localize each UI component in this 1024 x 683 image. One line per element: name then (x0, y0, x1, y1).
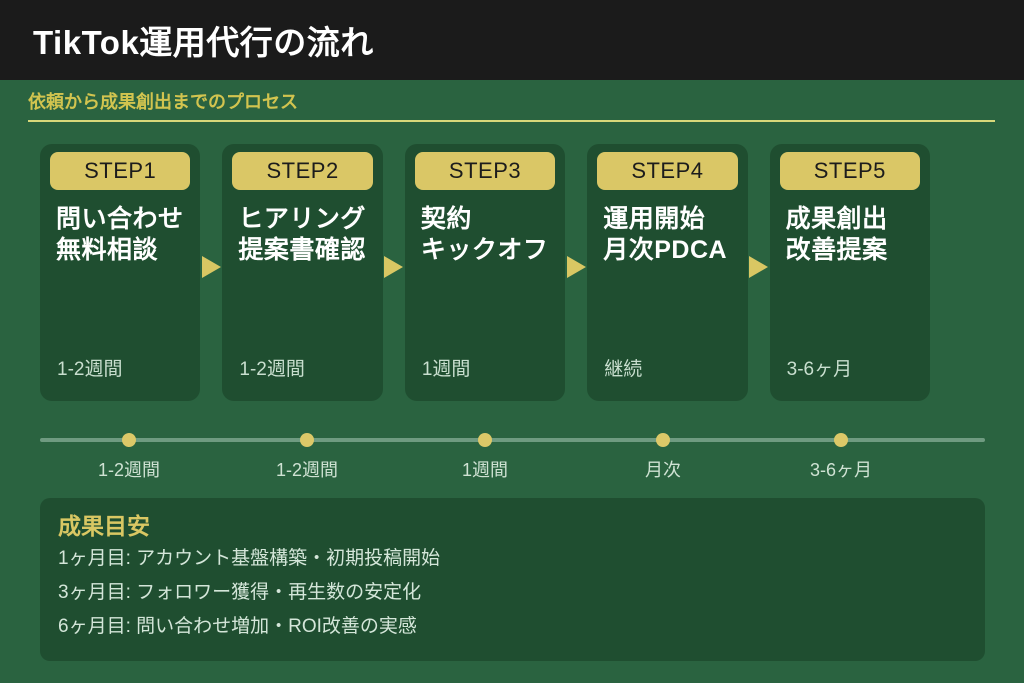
step-badge-1: STEP1 (50, 152, 191, 190)
timeline-marker-2: 1-2週間 (218, 433, 396, 482)
page-title: TikTok運用代行の流れ (33, 24, 374, 61)
step-duration-2: 1-2週間 (239, 359, 305, 380)
timeline-dot-icon (122, 433, 136, 447)
step-title-3: 契約 キックオフ (421, 204, 551, 266)
timeline-line (40, 438, 985, 442)
step-title-4: 運用開始 月次PDCA (603, 204, 733, 266)
step-title-line: 提案書確認 (238, 236, 366, 264)
step-title-line: 運用開始 (603, 205, 706, 233)
step-duration-5: 3-6ヶ月 (786, 359, 853, 380)
timeline-label-1: 1-2週間 (97, 460, 160, 480)
arrow-column (383, 144, 405, 401)
step-title-line: 契約 (420, 205, 472, 233)
summary-heading: 成果目安 (58, 513, 150, 539)
summary-line-3: 6ヶ月目: 問い合わせ増加・ROI改善の実感 (58, 616, 417, 637)
timeline-label-5: 3-6ヶ月 (809, 460, 872, 480)
step-duration-3: 1週間 (421, 359, 471, 380)
timeline-label-2: 1-2週間 (275, 460, 338, 480)
timeline-dot-icon (300, 433, 314, 447)
arrow-column (200, 144, 222, 401)
step-card-4: STEP4 運用開始 月次PDCA 継続 (587, 144, 748, 401)
timeline-markers: 1-2週間 1-2週間 1週間 月次 3-6ヶ月 (40, 433, 930, 482)
step-title-1: 問い合わせ 無料相談 (56, 204, 186, 266)
step-title-line: 月次PDCA (603, 236, 728, 264)
step-card-3: STEP3 契約 キックオフ 1週間 (404, 144, 566, 401)
step-title-line: 成果創出 (785, 205, 888, 233)
arrow-right-icon (566, 256, 586, 278)
step-card-1: STEP1 問い合わせ 無料相談 1-2週間 (40, 144, 201, 401)
header-bar: TikTok運用代行の流れ (0, 0, 1024, 80)
arrow-right-icon (384, 256, 404, 278)
step-title-line: 改善提案 (785, 236, 888, 264)
summary-line-2: 3ヶ月目: フォロワー獲得・再生数の安定化 (58, 582, 422, 603)
steps-row: STEP1 問い合わせ 無料相談 1-2週間 STEP2 ヒアリング 提案書確認… (40, 144, 931, 401)
step-card-2: STEP2 ヒアリング 提案書確認 1-2週間 (222, 144, 383, 401)
arrow-right-icon (201, 256, 221, 278)
step-title-5: 成果創出 改善提案 (786, 204, 916, 266)
timeline-dot-icon (834, 433, 848, 447)
step-title-line: ヒアリング (238, 205, 366, 233)
step-badge-3: STEP3 (414, 152, 556, 190)
subtitle-text: 依頼から成果創出までのプロセス (28, 92, 298, 112)
arrow-column (565, 144, 587, 401)
timeline-marker-3: 1週間 (396, 433, 574, 482)
summary-card: 成果目安 1ヶ月目: アカウント基盤構築・初期投稿開始 3ヶ月目: フォロワー獲… (40, 498, 985, 661)
timeline-marker-4: 月次 (574, 433, 752, 482)
step-badge-4: STEP4 (597, 152, 738, 190)
step-duration-1: 1-2週間 (57, 359, 123, 380)
timeline-marker-5: 3-6ヶ月 (752, 433, 930, 482)
timeline-label-3: 1週間 (461, 460, 508, 480)
step-badge-5: STEP5 (779, 152, 921, 190)
step-title-line: キックオフ (420, 236, 549, 264)
summary-line-1: 1ヶ月目: アカウント基盤構築・初期投稿開始 (58, 548, 441, 569)
timeline-dot-icon (478, 433, 492, 447)
timeline: 1-2週間 1-2週間 1週間 月次 3-6ヶ月 (40, 433, 985, 480)
arrow-right-icon (749, 256, 769, 278)
timeline-label-4: 月次 (645, 460, 681, 480)
timeline-marker-1: 1-2週間 (40, 433, 218, 482)
step-badge-2: STEP2 (232, 152, 373, 190)
step-title-2: ヒアリング 提案書確認 (238, 204, 368, 266)
step-title-line: 問い合わせ (56, 205, 184, 233)
subtitle-section: 依頼から成果創出までのプロセス (28, 90, 995, 122)
step-duration-4: 継続 (604, 359, 643, 380)
timeline-dot-icon (656, 433, 670, 447)
arrow-column (748, 144, 770, 401)
step-card-5: STEP5 成果創出 改善提案 3-6ヶ月 (769, 144, 931, 401)
step-title-line: 無料相談 (56, 236, 159, 264)
